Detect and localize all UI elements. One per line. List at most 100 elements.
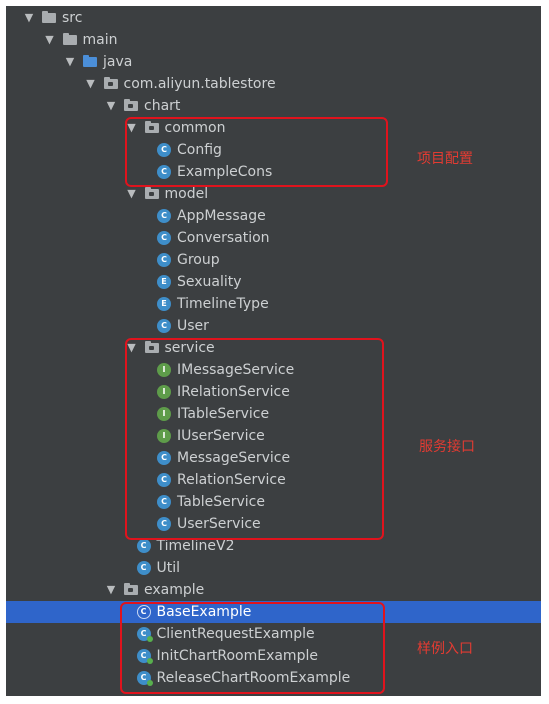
highlight-box-common bbox=[125, 117, 388, 187]
tree-row-chart[interactable]: ▼ chart bbox=[6, 95, 541, 117]
enum-icon: E bbox=[157, 275, 171, 289]
folder-icon bbox=[83, 55, 97, 67]
expand-arrow-icon[interactable]: ▼ bbox=[106, 99, 116, 112]
expand-arrow-icon[interactable]: ▼ bbox=[24, 11, 34, 24]
tree-row-relationservice[interactable]: C RelationService bbox=[6, 469, 541, 491]
package-icon bbox=[144, 341, 159, 353]
tree-row-label: InitChartRoomExample bbox=[156, 648, 318, 664]
tree-row-common[interactable]: ▼ common bbox=[6, 117, 541, 139]
tree-row-user[interactable]: C User bbox=[6, 315, 541, 337]
tree-row-timelinetype[interactable]: E TimelineType bbox=[6, 293, 541, 315]
package-icon bbox=[144, 187, 159, 199]
tree-row-appmessage[interactable]: C AppMessage bbox=[6, 205, 541, 227]
tree-row-label: MessageService bbox=[177, 450, 291, 466]
tree-row-label: example bbox=[144, 582, 205, 598]
tree-row-label: model bbox=[164, 186, 209, 202]
tree-row-label: service bbox=[164, 340, 215, 356]
tree-row-imessageservice[interactable]: I IMessageService bbox=[6, 359, 541, 381]
tree-row-model[interactable]: ▼ model bbox=[6, 183, 541, 205]
tree-row-label: Conversation bbox=[177, 230, 270, 246]
tree-row-label: RelationService bbox=[177, 472, 286, 488]
expand-arrow-icon[interactable]: ▼ bbox=[127, 187, 136, 200]
class-icon: C bbox=[157, 517, 171, 531]
class-icon: C bbox=[157, 473, 171, 487]
class-icon: C bbox=[157, 165, 171, 179]
tree-row-label: Config bbox=[177, 142, 222, 158]
tree-row-label: User bbox=[177, 318, 209, 334]
tree-row-iuserservice[interactable]: I IUserService bbox=[6, 425, 541, 447]
tree-row-label: TableService bbox=[177, 494, 265, 510]
tree-row-label: AppMessage bbox=[177, 208, 266, 224]
tree-row-java[interactable]: ▼java bbox=[6, 51, 541, 73]
annotation-example: 样例入口 bbox=[417, 641, 473, 657]
tree-row-label: ClientRequestExample bbox=[156, 626, 315, 642]
tree-row-src[interactable]: ▼ src bbox=[6, 7, 541, 29]
tree-row-config[interactable]: C Config bbox=[6, 139, 541, 161]
tree-row-irelationservice[interactable]: I IRelationService bbox=[6, 381, 541, 403]
expand-arrow-icon[interactable]: ▼ bbox=[45, 33, 54, 46]
tree-row-messageservice[interactable]: C MessageService bbox=[6, 447, 541, 469]
highlight-box-example bbox=[120, 602, 385, 694]
tree-row-itableservice[interactable]: I ITableService bbox=[6, 403, 541, 425]
expand-arrow-icon[interactable]: ▼ bbox=[127, 341, 136, 354]
interface-icon: I bbox=[157, 429, 171, 443]
tree-row-tableservice[interactable]: C TableService bbox=[6, 491, 541, 513]
class-icon: C bbox=[157, 209, 171, 223]
class-icon: C bbox=[157, 231, 171, 245]
tree-row-baseexample[interactable]: C BaseExample bbox=[6, 601, 541, 623]
tree-row-label: IRelationService bbox=[177, 384, 290, 400]
tree-row-label: com.aliyun.tablestore bbox=[123, 76, 276, 92]
tree-row-label: Util bbox=[156, 560, 181, 576]
tree-row-sexuality[interactable]: E Sexuality bbox=[6, 271, 541, 293]
tree-row-label: ExampleCons bbox=[177, 164, 273, 180]
class-icon: C bbox=[136, 539, 151, 553]
tree-row-examplecons[interactable]: C ExampleCons bbox=[6, 161, 541, 183]
class-icon: C bbox=[157, 319, 171, 333]
tree-row-conversation[interactable]: C Conversation bbox=[6, 227, 541, 249]
class-icon: C bbox=[136, 561, 151, 575]
folder-icon bbox=[62, 33, 77, 45]
annotation-service: 服务接口 bbox=[419, 439, 475, 455]
runnable-icon: C bbox=[136, 627, 153, 642]
tree-row-label: chart bbox=[144, 98, 181, 114]
package-icon bbox=[124, 583, 138, 595]
tree-row-label: Sexuality bbox=[177, 274, 242, 290]
tree-row-com-aliyun-tablestore[interactable]: ▼ com.aliyun.tablestore bbox=[6, 73, 541, 95]
tree-row-example[interactable]: ▼ example bbox=[6, 579, 541, 601]
class-icon: C bbox=[136, 605, 151, 619]
tree-row-label: common bbox=[164, 120, 226, 136]
tree-row-util[interactable]: C Util bbox=[6, 557, 541, 579]
tree-row-main[interactable]: ▼main bbox=[6, 29, 541, 51]
interface-icon: I bbox=[157, 407, 171, 421]
expand-arrow-icon[interactable]: ▼ bbox=[106, 583, 116, 596]
class-icon: C bbox=[157, 253, 171, 267]
interface-icon: I bbox=[157, 385, 171, 399]
runnable-icon: C bbox=[136, 649, 153, 664]
class-icon: C bbox=[157, 495, 171, 509]
class-icon: C bbox=[157, 451, 171, 465]
project-tree-panel: ▼src▼main▼java▼com.aliyun.tablestore▼cha… bbox=[6, 6, 541, 696]
tree-row-label: IUserService bbox=[177, 428, 265, 444]
expand-arrow-icon[interactable]: ▼ bbox=[127, 121, 136, 134]
expand-arrow-icon[interactable]: ▼ bbox=[86, 77, 95, 90]
tree-row-label: BaseExample bbox=[156, 604, 252, 620]
expand-arrow-icon[interactable]: ▼ bbox=[65, 55, 75, 68]
tree-row-label: IMessageService bbox=[177, 362, 295, 378]
highlight-box-service bbox=[125, 338, 384, 540]
class-icon: C bbox=[157, 143, 171, 157]
tree-row-label: src bbox=[62, 10, 83, 26]
tree-row-label: ITableService bbox=[177, 406, 270, 422]
tree-row-label: TimelineType bbox=[177, 296, 269, 312]
tree-row-service[interactable]: ▼ service bbox=[6, 337, 541, 359]
annotation-common: 项目配置 bbox=[417, 151, 473, 167]
package-icon bbox=[144, 121, 159, 133]
enum-icon: E bbox=[157, 297, 171, 311]
package-icon bbox=[103, 77, 118, 89]
interface-icon: I bbox=[157, 363, 171, 377]
